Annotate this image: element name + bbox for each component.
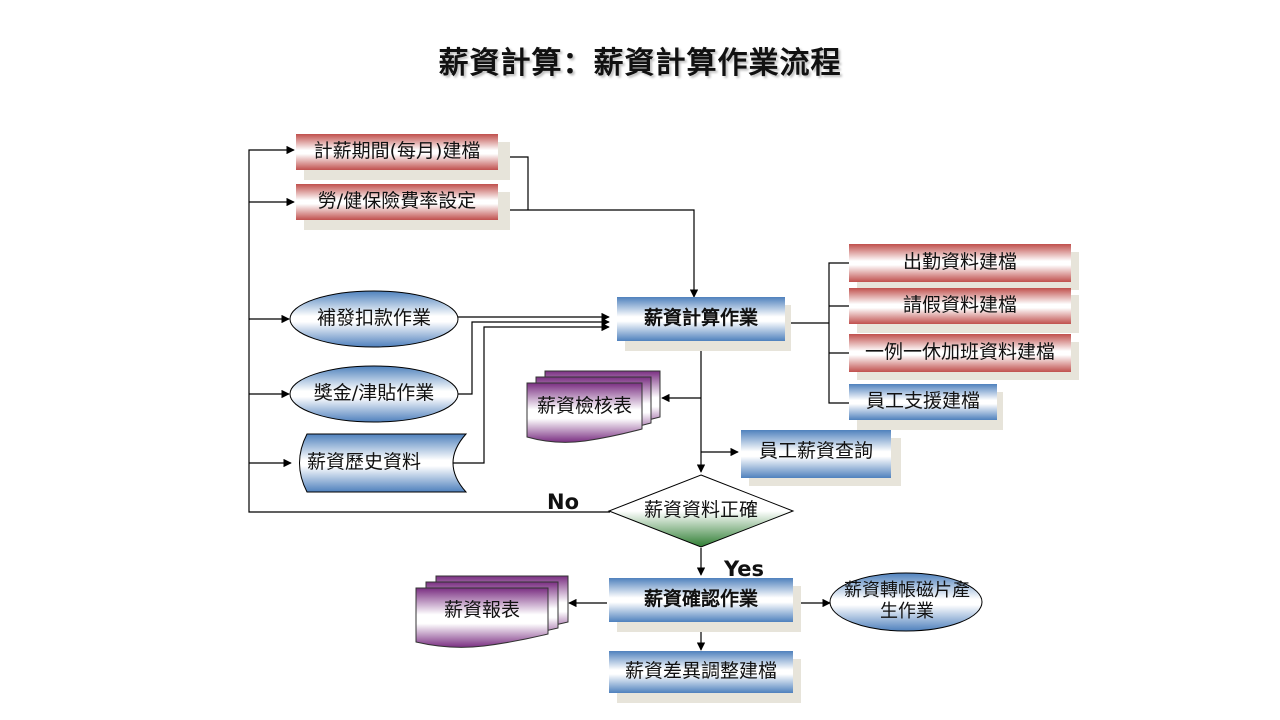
period-label: 計薪期間(每月)建檔 (313, 140, 481, 163)
page-title: 薪資計算：薪資計算作業流程 (438, 46, 842, 81)
leave-box (849, 288, 1071, 324)
check-label: 薪資檢核表 (536, 395, 632, 418)
diff-label: 薪資差異調整建檔 (624, 660, 777, 683)
period-box (296, 134, 498, 170)
transfer-label: 薪資轉帳磁片產生作業 (844, 580, 970, 622)
supplement-label: 補發扣款作業 (316, 307, 431, 330)
report-label: 薪資報表 (443, 599, 520, 622)
report-document (415, 575, 569, 648)
overtime-box (849, 334, 1071, 372)
history-label: 薪資歷史資料 (306, 451, 421, 474)
bonus-ellipse (289, 365, 459, 423)
supplement-ellipse (289, 290, 459, 348)
leave-label: 請假資料建檔 (902, 294, 1017, 317)
loop-to-period (248, 145, 610, 513)
check-document (526, 370, 661, 443)
confirm-box (609, 578, 793, 622)
setup-to-calc (500, 209, 699, 298)
history-to-calc (440, 322, 610, 464)
query-label: 員工薪資查詢 (758, 440, 873, 463)
bonus-label: 獎金/津貼作業 (313, 382, 435, 405)
decision-diamond (607, 474, 795, 548)
history-storage-shape (299, 433, 468, 493)
diff-box (609, 651, 793, 693)
calc-label: 薪資計算作業 (643, 307, 758, 330)
overtime-label: 一例一休加班資料建檔 (864, 341, 1055, 364)
calc-box (617, 297, 785, 341)
transfer-ellipse (829, 572, 983, 632)
decision-label: 薪資資料正確 (643, 499, 758, 522)
right-bracket (828, 262, 849, 404)
yes-branch-label: Yes (724, 557, 765, 581)
attendance-label: 出勤資料建檔 (902, 251, 1017, 274)
attendance-box (849, 244, 1071, 282)
support-box (849, 384, 997, 420)
insurance-box (296, 184, 498, 220)
no-branch-label: No (547, 490, 580, 514)
confirm-label: 薪資確認作業 (643, 588, 758, 611)
bonus-to-calc (458, 317, 610, 395)
insurance-label: 勞/健保險費率設定 (317, 190, 477, 213)
support-label: 員工支援建檔 (865, 390, 980, 413)
query-box (741, 430, 891, 478)
